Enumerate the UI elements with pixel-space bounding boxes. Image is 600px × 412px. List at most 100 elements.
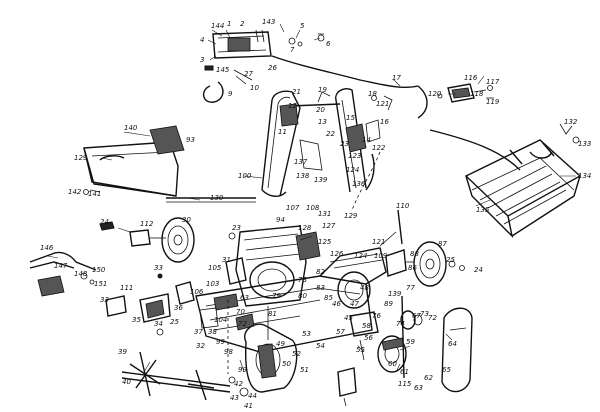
label-14: 14 — [362, 136, 371, 144]
label-41: 41 — [244, 402, 253, 410]
leader-lines — [47, 23, 576, 373]
label-31: 31 — [222, 256, 231, 264]
label-24b: 24 — [474, 266, 483, 274]
label-115: 118 — [470, 90, 484, 98]
label-117: 120 — [428, 90, 442, 98]
label-97: 100 — [238, 172, 252, 180]
label-81: 78 — [298, 276, 307, 284]
label-123: 126 — [330, 250, 344, 258]
part-labels: 144 1 2 143 5 4 3 7 6 145 26 27 10 9 17 … — [40, 18, 591, 410]
label-49: 49 — [276, 340, 285, 348]
label-113: 116 — [464, 74, 478, 82]
label-50: 50 — [282, 360, 291, 368]
label-35: 35 — [132, 316, 141, 324]
label-152: 81 — [268, 310, 277, 318]
label-78: 74 — [396, 320, 405, 328]
height-lever — [29, 251, 97, 297]
label-11: 11 — [278, 128, 287, 136]
label-58: 58 — [362, 322, 371, 330]
label-103: 106 — [190, 288, 204, 296]
label-40: 40 — [122, 378, 131, 386]
label-101: 104 — [214, 316, 227, 324]
label-119: 122 — [372, 144, 386, 152]
label-47: 47 — [350, 300, 359, 308]
label-83: 80 — [298, 292, 307, 300]
label-121b: 124 — [354, 252, 367, 260]
label-89: 88 — [410, 250, 419, 258]
label-39: 39 — [118, 348, 127, 356]
label-121: 124 — [346, 166, 359, 174]
label-124: 127 — [322, 222, 336, 230]
label-114: 117 — [486, 78, 500, 86]
label-85: 83 — [316, 284, 325, 292]
label-6: 6 — [326, 40, 331, 48]
label-140: 143 — [262, 18, 275, 26]
label-107: 110 — [396, 202, 410, 210]
label-15: 15 — [346, 114, 355, 122]
label-112: 115 — [398, 380, 412, 388]
label-12: 12 — [288, 102, 297, 110]
label-25b: 25 — [170, 318, 179, 326]
label-46: 46 — [332, 300, 341, 308]
label-5: 5 — [300, 22, 305, 30]
label-116: 119 — [486, 98, 500, 106]
label-100: 103 — [206, 280, 219, 288]
drive-pulleys — [349, 310, 423, 373]
label-23: 23 — [340, 140, 349, 148]
label-44: 44 — [248, 392, 257, 400]
rear-flap — [83, 125, 185, 197]
label-76: 72 — [428, 314, 437, 322]
label-139: 142 — [68, 188, 82, 196]
label-52: 52 — [292, 350, 301, 358]
label-104: 107 — [286, 204, 300, 212]
label-90: 89 — [384, 300, 393, 308]
label-26: 26 — [268, 64, 277, 72]
belt-guard — [441, 307, 473, 393]
label-33: 33 — [154, 264, 163, 272]
label-43: 43 — [230, 394, 239, 402]
label-102: 105 — [208, 264, 222, 272]
bracket — [337, 367, 357, 397]
switch-assembly — [437, 83, 494, 103]
label-118: 121 — [376, 100, 389, 108]
label-120: 123 — [348, 152, 361, 160]
label-135: 138 — [296, 172, 310, 180]
label-33b: 33 — [100, 296, 109, 304]
label-79: 76 — [372, 312, 381, 320]
label-99: 99 — [216, 338, 225, 346]
label-134: 137 — [294, 158, 308, 166]
label-130: 133 — [578, 140, 591, 148]
label-54: 54 — [316, 342, 325, 350]
label-146: 150 — [92, 266, 106, 274]
throttle-cable — [271, 55, 419, 89]
label-71: 70 — [236, 308, 245, 316]
label-98: 99 — [238, 366, 247, 374]
control-panel-assembly — [203, 29, 325, 103]
label-65: 65 — [442, 366, 451, 374]
label-24: 24 — [100, 218, 109, 226]
label-7: 7 — [290, 46, 295, 54]
label-144: 147 — [54, 262, 68, 270]
label-19: 19 — [318, 86, 327, 94]
label-105: 108 — [306, 204, 320, 212]
label-55: 55 — [356, 346, 365, 354]
label-34: 34 — [154, 320, 163, 328]
label-91: 93 — [186, 136, 195, 144]
label-1: 1 — [227, 20, 231, 28]
cable-dashed — [351, 151, 381, 211]
label-136b: 139 — [388, 290, 402, 298]
label-128: 131 — [318, 210, 331, 218]
label-84: 82 — [316, 268, 325, 276]
label-62: 62 — [424, 374, 433, 382]
engine — [225, 225, 321, 340]
label-56: 56 — [364, 334, 373, 342]
label-73: 72 — [238, 320, 247, 328]
label-20: 20 — [316, 106, 325, 114]
label-22: 22 — [326, 130, 335, 138]
label-122: 125 — [318, 238, 332, 246]
label-147: 151 — [94, 280, 107, 288]
label-145: 148 — [74, 270, 88, 278]
label-9: 9 — [228, 90, 233, 98]
